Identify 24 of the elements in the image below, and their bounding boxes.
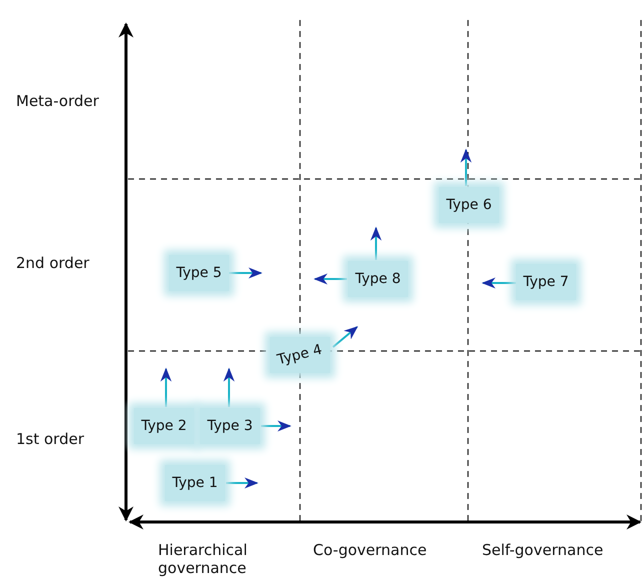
arrow xyxy=(223,368,235,407)
arrow xyxy=(261,420,292,432)
type-box: Type 4 xyxy=(270,337,330,373)
arrow xyxy=(314,273,347,285)
arrow xyxy=(482,277,517,289)
type-box: Type 2 xyxy=(134,408,194,444)
column-label: Hierarchical governance xyxy=(158,541,248,577)
column-label: Self-governance xyxy=(482,541,604,559)
type-box: Type 8 xyxy=(348,261,408,297)
arrow xyxy=(370,226,382,260)
arrow xyxy=(226,477,258,489)
arrow xyxy=(332,326,358,348)
type-box: Type 6 xyxy=(439,187,499,223)
type-box: Type 3 xyxy=(200,408,260,444)
row-label: Meta-order xyxy=(16,92,99,110)
arrow xyxy=(160,368,172,407)
type-box: Type 1 xyxy=(165,465,225,501)
row-label: 2nd order xyxy=(16,254,90,272)
type-box: Type 5 xyxy=(169,255,229,291)
arrow xyxy=(229,267,262,279)
row-label: 1st order xyxy=(16,430,84,448)
type-box: Type 7 xyxy=(516,264,576,300)
arrow xyxy=(460,148,472,186)
column-label: Co-governance xyxy=(313,541,427,559)
